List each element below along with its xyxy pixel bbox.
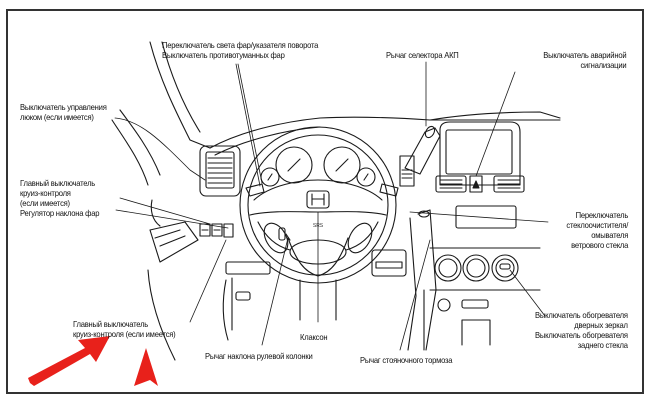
label-line: (если имеется) [20, 198, 70, 208]
label-transmission-selector: Рычаг селектора АКП [386, 50, 459, 60]
instrument-cluster [260, 146, 376, 187]
left-air-vent [199, 145, 241, 197]
center-vents [435, 175, 525, 193]
lower-dash-left [222, 261, 271, 341]
label-line: Выключатель аварийной [542, 50, 626, 60]
label-line: Регулятор наклона фар [20, 208, 100, 218]
label-line: Переключатель [575, 210, 628, 220]
label-line: сигнализации [580, 60, 626, 70]
label-line: Выключатель обогревателя [535, 330, 628, 340]
label-line: Главный выключатель [20, 178, 96, 188]
label-line: Рычаг наклона рулевой колонки [205, 351, 313, 361]
hazard-button-icon [469, 175, 483, 193]
label-line: круиз-контроля [20, 188, 71, 198]
left-stalk [245, 183, 265, 197]
label-line: заднего стекла [577, 340, 628, 350]
center-console [423, 205, 541, 351]
label-line: круиз-контроля (если имеется) [73, 329, 176, 339]
windshield-pillar [111, 41, 211, 186]
label-line: Клаксон [300, 332, 328, 342]
red-arrow-diagonal [28, 336, 110, 386]
dashboard-top [209, 111, 561, 156]
label-wiper-switch: Переключатель стеклоочистителя/ омывател… [566, 210, 628, 250]
label-line: Рычаг селектора АКП [386, 50, 459, 60]
label-line: Рычаг стояночного тормоза [360, 355, 453, 365]
parking-brake-lever [407, 209, 437, 351]
label-line: ветрового стекла [570, 240, 628, 250]
door-panel [147, 199, 199, 361]
label-cruise-main-upper: Главный выключатель круиз-контроля (если… [20, 178, 99, 218]
label-line: Переключатель света фар/указателя поворо… [162, 40, 319, 50]
diagram-frame [6, 9, 644, 394]
red-arrow-up [134, 348, 158, 386]
transmission-selector-lever [399, 125, 441, 187]
label-line: люком (если имеется) [20, 112, 94, 122]
honda-logo-icon [306, 190, 330, 209]
right-stalk [379, 183, 399, 197]
label-line: дверных зеркал [574, 320, 629, 330]
center-display [439, 121, 521, 186]
label-horn: Клаксон [300, 332, 328, 342]
label-line: Выключатель противотуманных фар [162, 50, 285, 60]
label-line: стеклоочистителя/ [566, 220, 628, 230]
label-hazard-switch: Выключатель аварийной сигнализации [543, 50, 626, 70]
label-line: Главный выключатель [73, 319, 149, 329]
label-defroster-switches: Выключатель обогревателя дверных зеркал … [535, 310, 628, 350]
label-headlight-turn-switch: Переключатель света фар/указателя поворо… [162, 40, 318, 60]
leader-lines [114, 61, 549, 351]
label-line: Выключатель управления [20, 102, 107, 112]
label-steering-tilt: Рычаг наклона рулевой колонки [205, 351, 313, 361]
tilt-lever [278, 227, 291, 241]
label-cruise-main-lower: Главный выключатель круиз-контроля (если… [73, 319, 176, 339]
steering-column [299, 249, 407, 321]
label-sunroof-switch: Выключатель управления люком (если имеет… [20, 102, 107, 122]
label-parking-brake: Рычаг стояночного тормоза [360, 355, 453, 365]
label-line: Выключатель обогревателя [535, 310, 628, 320]
label-line: омывателя [591, 230, 628, 240]
